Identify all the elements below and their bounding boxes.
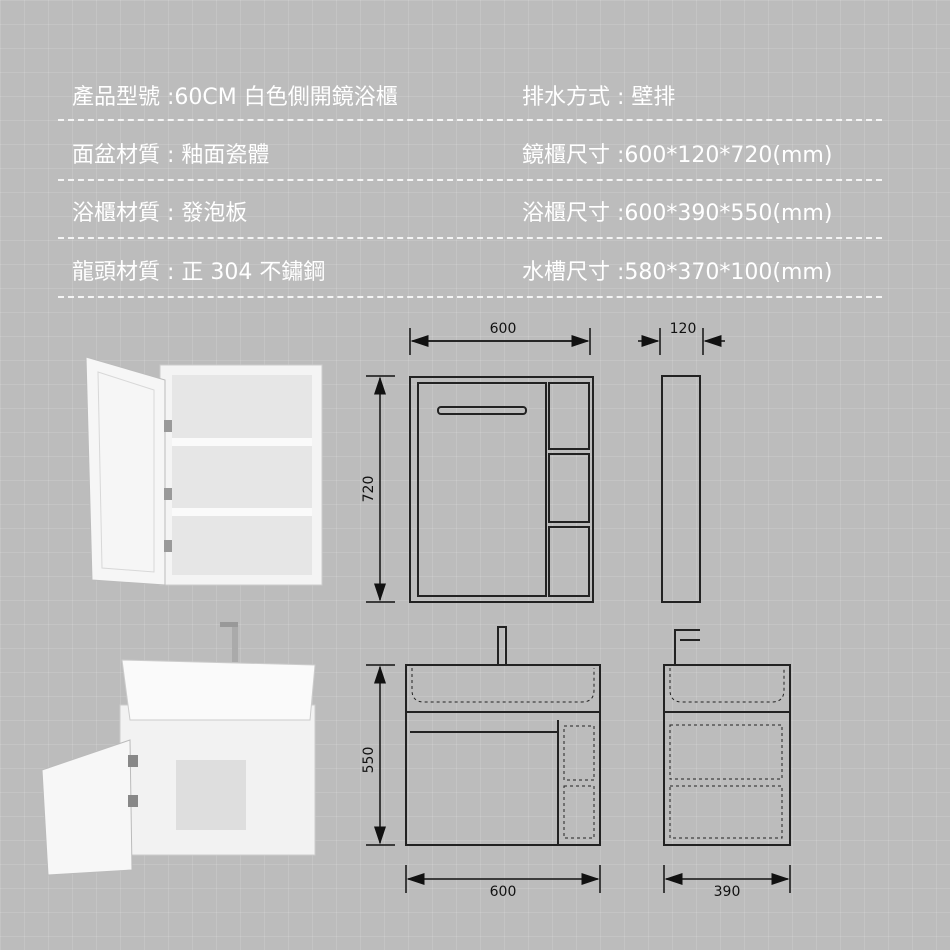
spec-basin-material: 面盆材質 : 釉面瓷體	[72, 143, 270, 168]
vanity-depth-label: 390	[714, 884, 741, 900]
mirror-width-label: 600	[490, 321, 517, 337]
vanity-photo	[41, 622, 316, 876]
dimension-lines	[366, 328, 791, 893]
mirror-depth-label: 120	[670, 321, 697, 337]
mirror-cabinet-photo	[85, 356, 323, 586]
spec-cabinet-size: 浴櫃尺寸 :600*390*550(mm)	[522, 201, 833, 226]
divider	[58, 237, 882, 239]
spec-faucet-material: 龍頭材質 : 正 304 不鏽鋼	[72, 260, 326, 285]
vanity-width-label: 600	[490, 884, 517, 900]
mirror-cabinet-front-drawing	[409, 375, 701, 603]
divider	[58, 179, 882, 181]
spec-cabinet-material: 浴櫃材質 : 發泡板	[72, 201, 248, 226]
spec-model: 產品型號 :60CM 白色側開鏡浴櫃	[72, 85, 398, 110]
vanity-height-label: 550	[361, 747, 377, 774]
vanity-front-drawing	[405, 626, 791, 846]
divider	[58, 296, 882, 298]
divider	[58, 119, 882, 121]
mirror-height-label: 720	[361, 476, 377, 503]
spec-sink-size: 水槽尺寸 :580*370*100(mm)	[522, 260, 833, 285]
spec-mirror-size: 鏡櫃尺寸 :600*120*720(mm)	[522, 143, 833, 168]
spec-drainage: 排水方式 : 壁排	[522, 85, 676, 110]
